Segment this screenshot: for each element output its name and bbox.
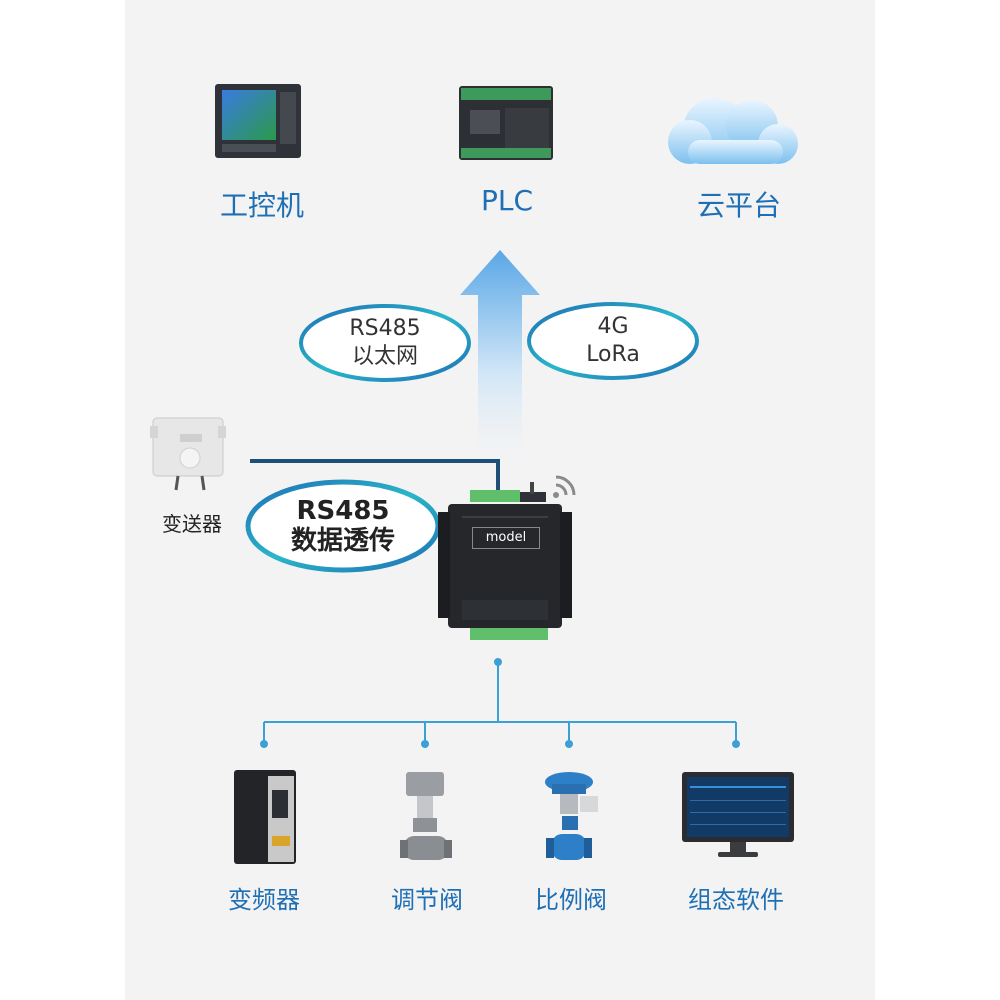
industrial-pc-label: 工控机 <box>219 189 304 222</box>
cloud-platform-icon <box>668 98 798 164</box>
monitor-icon <box>682 772 794 857</box>
middle-link-line2: 数据透传 <box>290 526 395 556</box>
scada-software-label: 组态软件 <box>688 886 784 914</box>
gateway-device <box>438 482 572 640</box>
left-link-line1: RS485 <box>349 316 421 341</box>
device-brand: model <box>472 527 540 549</box>
upward-arrow <box>460 250 540 470</box>
link-oval-left <box>299 304 471 382</box>
plc-label: PLC <box>480 184 534 217</box>
field-bus <box>260 658 740 748</box>
left-link-text: RS485 以太网 <box>315 315 455 371</box>
right-link-line2: LoRa <box>586 342 640 367</box>
cloud-platform-label: 云平台 <box>696 189 781 222</box>
inverter-icon <box>234 770 296 864</box>
wireless-signal-icon <box>553 475 576 498</box>
proportional-valve-icon <box>545 772 598 860</box>
control-valve-label: 调节阀 <box>391 886 463 914</box>
right-link-line1: 4G <box>597 314 629 339</box>
inverter-label: 变频器 <box>228 886 300 914</box>
right-link-text: 4G LoRa <box>543 313 683 369</box>
left-link-line2: 以太网 <box>351 344 418 369</box>
proportional-valve-label: 比例阀 <box>535 886 607 914</box>
control-valve-icon <box>400 772 452 860</box>
middle-link-text: RS485 数据透传 <box>263 496 423 556</box>
rs485-connection-line <box>250 459 500 490</box>
link-oval-right <box>527 302 699 380</box>
plc-icon <box>459 86 553 160</box>
transmitter-icon <box>150 417 226 491</box>
middle-link-line1: RS485 <box>296 496 390 526</box>
industrial-pc-icon <box>215 84 301 158</box>
transmitter-label: 变送器 <box>162 512 222 536</box>
